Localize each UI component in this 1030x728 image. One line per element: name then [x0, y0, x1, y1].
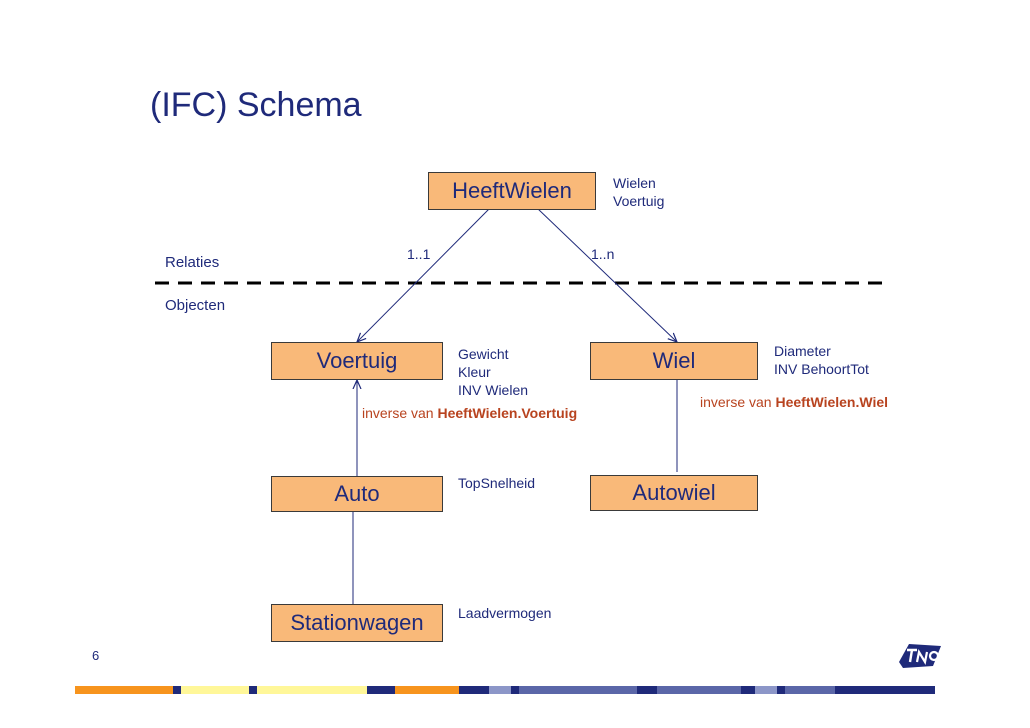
attr-item: INV BehoortTot	[774, 361, 869, 377]
attr-item: Wielen	[613, 175, 656, 191]
multiplicity-1-n: 1..n	[591, 246, 615, 262]
footer-stripe	[75, 686, 955, 694]
attrs-voertuig: Gewicht Kleur INV Wielen	[458, 345, 528, 399]
inverse-target: HeeftWielen.Wiel	[775, 394, 889, 410]
inverse-wiel: inverse van HeeftWielen.Wiel	[700, 394, 888, 410]
attrs-auto: TopSnelheid	[458, 474, 535, 492]
attr-item: Diameter	[774, 343, 831, 359]
tno-logo-icon	[899, 644, 941, 668]
inverse-voertuig: inverse van HeeftWielen.Voertuig	[362, 405, 577, 421]
inverse-prefix: inverse van	[700, 394, 776, 410]
relations-label: Relaties	[165, 254, 220, 271]
attrs-stationwagen: Laadvermogen	[458, 604, 551, 622]
inverse-target: HeeftWielen.Voertuig	[437, 405, 578, 421]
box-autowiel: Autowiel	[590, 475, 758, 511]
slide-title: (IFC) Schema	[150, 86, 362, 124]
edge-heeftwielen-voertuig	[357, 207, 491, 342]
attr-item: Gewicht	[458, 346, 509, 362]
attr-item: Kleur	[458, 364, 491, 380]
attr-item: INV Wielen	[458, 382, 529, 398]
page-number: 6	[92, 648, 100, 663]
box-stationwagen: Stationwagen	[271, 604, 443, 642]
attrs-wiel: Diameter INV BehoortTot	[774, 342, 869, 378]
attr-item: Laadvermogen	[458, 605, 552, 621]
box-wiel: Wiel	[590, 342, 758, 380]
attr-item: Voertuig	[613, 193, 665, 209]
box-voertuig: Voertuig	[271, 342, 443, 380]
inverse-prefix: inverse van	[362, 405, 438, 421]
multiplicity-1-1: 1..1	[407, 246, 431, 262]
edge-heeftwielen-wiel	[536, 207, 677, 342]
box-auto: Auto	[271, 476, 443, 512]
attr-item: TopSnelheid	[458, 475, 536, 491]
box-heeftwielen: HeeftWielen	[428, 172, 596, 210]
objects-label: Objecten	[165, 297, 226, 314]
attrs-heeftwielen: Wielen Voertuig	[613, 174, 664, 210]
